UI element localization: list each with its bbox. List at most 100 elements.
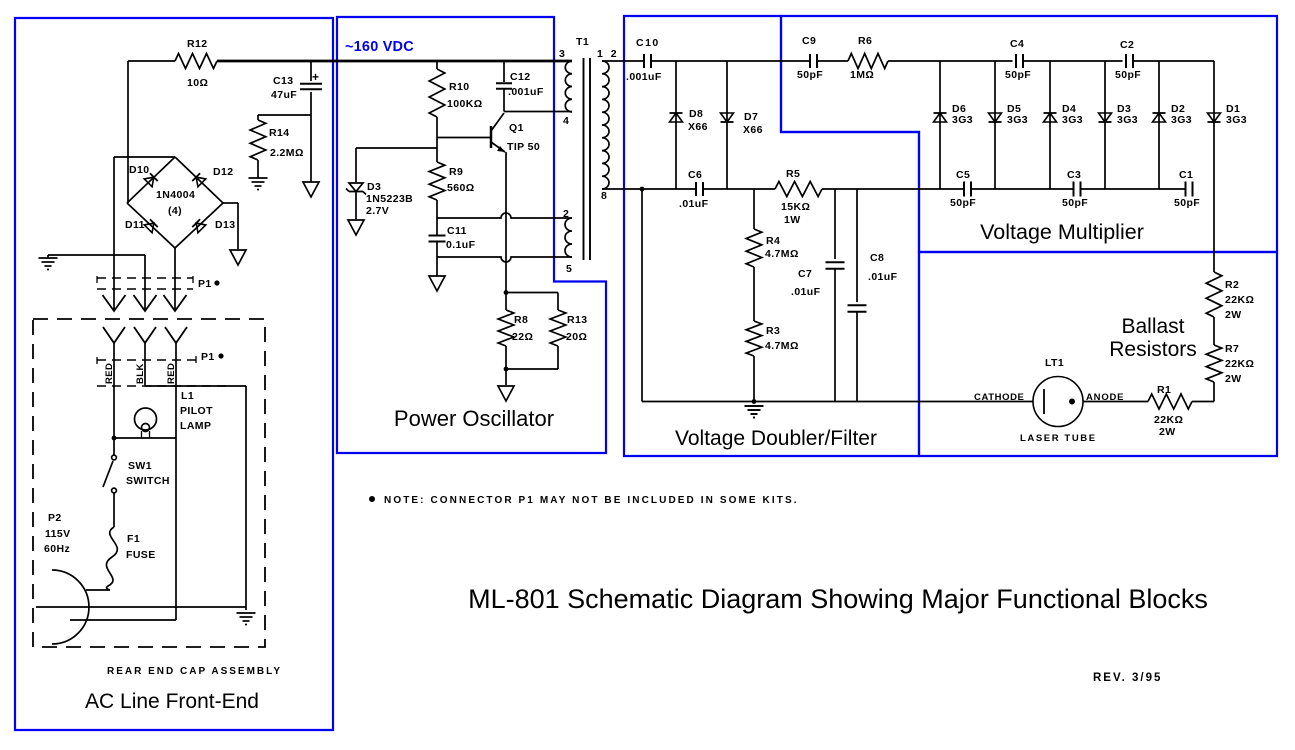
svg-text:T1: T1: [576, 36, 589, 48]
svg-text:115V: 115V: [45, 528, 71, 540]
svg-text:.001uF: .001uF: [508, 86, 544, 98]
svg-text:D10: D10: [129, 164, 149, 176]
svg-text:P2: P2: [48, 512, 62, 524]
svg-text:50pF: 50pF: [1062, 197, 1088, 209]
svg-text:D12: D12: [213, 166, 233, 178]
svg-text:2W: 2W: [1225, 373, 1242, 385]
svg-text:22KΩ: 22KΩ: [1225, 294, 1254, 306]
svg-text:10Ω: 10Ω: [187, 77, 208, 89]
svg-text:F1: F1: [127, 533, 140, 545]
svg-text:3G3: 3G3: [1226, 114, 1247, 126]
svg-text:2W: 2W: [1159, 426, 1176, 438]
svg-text:50pF: 50pF: [1115, 69, 1141, 81]
svg-text:4.7MΩ: 4.7MΩ: [765, 248, 799, 260]
svg-text:8: 8: [601, 190, 607, 202]
svg-text:PILOT: PILOT: [180, 405, 213, 417]
svg-text:(4): (4): [168, 205, 182, 217]
svg-text:1W: 1W: [784, 214, 801, 226]
svg-text:NOTE: CONNECTOR P1 MAY NOT BE: NOTE: CONNECTOR P1 MAY NOT BE INCLUDED I…: [384, 495, 799, 506]
svg-text:AC Line Front-End: AC Line Front-End: [85, 690, 259, 713]
svg-text:2.7V: 2.7V: [366, 205, 389, 217]
svg-text:Ballast: Ballast: [1121, 315, 1184, 338]
svg-text:3G3: 3G3: [1007, 114, 1028, 126]
svg-text:47uF: 47uF: [271, 89, 297, 101]
svg-text:.01uF: .01uF: [868, 271, 898, 283]
svg-text:R5: R5: [786, 168, 800, 180]
svg-text:1MΩ: 1MΩ: [850, 69, 874, 81]
svg-text:C12: C12: [510, 71, 530, 83]
svg-text:1N5223B: 1N5223B: [366, 193, 413, 205]
svg-text:ML-801 Schematic Diagram Showi: ML-801 Schematic Diagram Showing Major F…: [468, 584, 1208, 614]
svg-text:C4: C4: [1010, 38, 1024, 50]
svg-text:20Ω: 20Ω: [566, 331, 587, 343]
svg-text:3: 3: [559, 48, 565, 60]
svg-text:22KΩ: 22KΩ: [1154, 414, 1183, 426]
svg-text:50pF: 50pF: [1174, 197, 1200, 209]
svg-text:X66: X66: [688, 121, 708, 133]
svg-text:Voltage Multiplier: Voltage Multiplier: [980, 220, 1144, 244]
svg-text:15KΩ: 15KΩ: [781, 201, 810, 213]
svg-text:CATHODE: CATHODE: [974, 392, 1024, 403]
svg-text:LT1: LT1: [1045, 357, 1064, 369]
svg-text:3G3: 3G3: [1171, 114, 1192, 126]
svg-text:2: 2: [563, 208, 569, 220]
svg-text:1N4004: 1N4004: [156, 189, 195, 201]
svg-text:.01uF: .01uF: [679, 198, 709, 210]
svg-text:22KΩ: 22KΩ: [1225, 358, 1254, 370]
svg-text:Power Oscillator: Power Oscillator: [394, 406, 554, 431]
svg-text:1 2: 1 2: [597, 48, 619, 60]
svg-text:D11: D11: [125, 219, 145, 231]
svg-text:ANODE: ANODE: [1086, 392, 1124, 403]
svg-text:2W: 2W: [1225, 309, 1242, 321]
svg-text:P1: P1: [201, 351, 215, 363]
svg-text:5: 5: [566, 263, 572, 275]
svg-text:Q1: Q1: [509, 122, 524, 134]
svg-text:D3: D3: [1117, 103, 1131, 115]
svg-text:R3: R3: [766, 325, 780, 337]
svg-text:3G3: 3G3: [1117, 114, 1138, 126]
svg-text:R4: R4: [766, 235, 780, 247]
svg-text:R6: R6: [858, 35, 872, 47]
svg-text:C8: C8: [870, 252, 884, 264]
svg-text:R12: R12: [187, 38, 207, 50]
svg-text:C2: C2: [1120, 39, 1134, 51]
svg-text:D8: D8: [689, 108, 703, 120]
svg-text:D7: D7: [744, 111, 758, 123]
svg-text:4.7MΩ: 4.7MΩ: [765, 340, 799, 352]
svg-text:D1: D1: [1226, 103, 1240, 115]
svg-text:D6: D6: [952, 103, 966, 115]
svg-text:C1: C1: [1179, 169, 1193, 181]
svg-text:.001uF: .001uF: [626, 71, 662, 83]
svg-text:R14: R14: [269, 127, 289, 139]
svg-text:R10: R10: [449, 81, 469, 93]
svg-text:Voltage Doubler/Filter: Voltage Doubler/Filter: [675, 427, 877, 450]
svg-text:22Ω: 22Ω: [512, 331, 533, 343]
svg-text:X66: X66: [743, 124, 763, 136]
svg-text:R1: R1: [1157, 384, 1171, 396]
svg-text:Resistors: Resistors: [1109, 338, 1197, 361]
svg-text:R8: R8: [514, 314, 528, 326]
svg-text:C10: C10: [636, 37, 660, 49]
svg-text:D13: D13: [215, 219, 235, 231]
svg-text:R9: R9: [449, 166, 463, 178]
svg-text:C13: C13: [273, 75, 293, 87]
svg-text:C6: C6: [688, 169, 702, 181]
svg-text:100KΩ: 100KΩ: [447, 98, 483, 110]
svg-text:D5: D5: [1007, 103, 1021, 115]
svg-text:C7: C7: [798, 268, 812, 280]
svg-text:TIP 50: TIP 50: [507, 141, 540, 153]
svg-text:D4: D4: [1062, 103, 1076, 115]
svg-text:4: 4: [563, 115, 569, 127]
svg-text:50pF: 50pF: [950, 197, 976, 209]
svg-text:REAR END CAP ASSEMBLY: REAR END CAP ASSEMBLY: [107, 666, 282, 677]
svg-text:50pF: 50pF: [1005, 69, 1031, 81]
svg-text:2.2MΩ: 2.2MΩ: [270, 147, 304, 159]
svg-text:RED: RED: [104, 363, 115, 384]
svg-text:SWITCH: SWITCH: [126, 475, 170, 487]
svg-text:0.1uF: 0.1uF: [446, 239, 476, 251]
svg-text:R13: R13: [567, 314, 587, 326]
svg-text:+: +: [312, 70, 319, 84]
svg-text:LASER TUBE: LASER TUBE: [1020, 433, 1097, 444]
svg-text:R7: R7: [1225, 343, 1239, 355]
svg-text:3G3: 3G3: [952, 114, 973, 126]
